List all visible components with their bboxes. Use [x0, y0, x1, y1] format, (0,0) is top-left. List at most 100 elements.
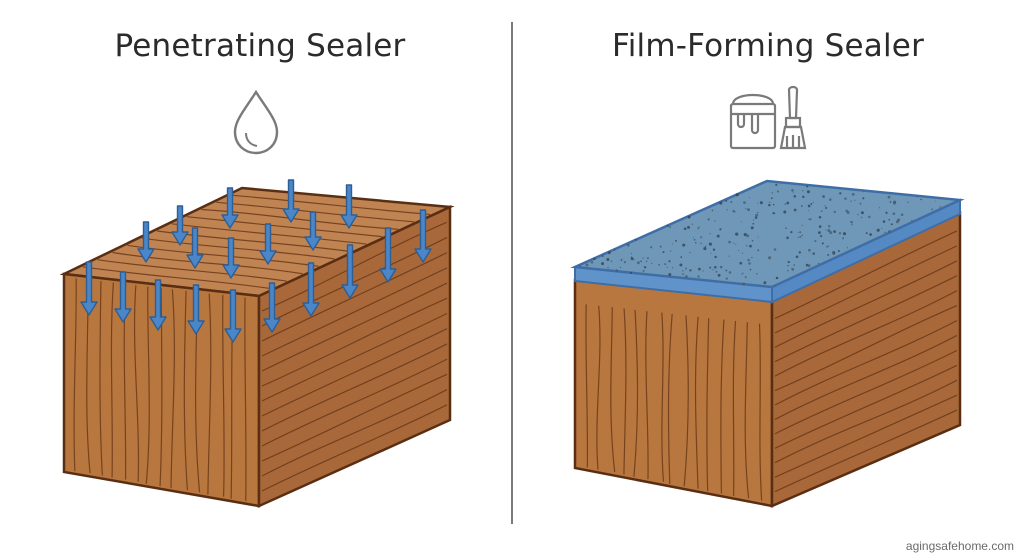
film-speckle [757, 249, 760, 252]
wood-grain-line [73, 278, 77, 472]
wood-grain-line [261, 282, 448, 372]
film-speckle [887, 195, 891, 199]
film-speckle [714, 255, 717, 259]
film-speckle [890, 223, 893, 226]
wood-grain-line [244, 297, 247, 501]
film-speckle [783, 210, 787, 214]
film-speckle [802, 195, 805, 199]
film-speckle [709, 266, 712, 269]
film-speckle [911, 219, 913, 222]
film-speckle [934, 200, 936, 202]
wood-grain-line [207, 293, 212, 495]
wood-grain-line [774, 275, 958, 363]
film-speckle [728, 255, 730, 257]
film-speckle [793, 264, 795, 266]
film-speckle [752, 219, 754, 221]
film-speckle [626, 243, 630, 247]
film-speckle [689, 269, 692, 272]
film-speckle [642, 269, 645, 272]
penetration-arrow [304, 211, 322, 251]
film-speckle [895, 220, 900, 224]
wood-grain-line [661, 312, 665, 482]
film-speckle [662, 251, 665, 254]
film-speckle [698, 267, 701, 271]
film-speckle [704, 245, 707, 247]
film-speckle [862, 191, 864, 193]
film-speckle [757, 211, 759, 214]
film-speckle [751, 256, 753, 259]
film-speckle [825, 207, 828, 209]
film-speckle [682, 273, 684, 276]
film-speckle [838, 232, 842, 235]
film-speckle [743, 201, 746, 204]
wood-grain-line [261, 267, 448, 357]
film-speckle [741, 252, 744, 254]
film-speckle [740, 220, 742, 222]
film-speckle [859, 202, 862, 205]
film-speckle [860, 216, 863, 219]
film-speckle [645, 260, 648, 263]
film-speckle [631, 252, 633, 255]
film-speckle [646, 257, 649, 260]
film-speckle [651, 262, 653, 265]
film-speckle [784, 203, 787, 205]
film-speckle [579, 264, 581, 267]
wood-grain-line [97, 259, 287, 282]
penetration-arrow [263, 282, 281, 333]
film-speckle [833, 210, 836, 214]
film-speckle [759, 201, 763, 205]
film-speckle [664, 263, 667, 266]
wood-grain-line [774, 245, 958, 334]
film-speckle [869, 233, 872, 236]
wood-grain-line [596, 305, 601, 470]
film-speckle [775, 183, 778, 186]
film-speckle [717, 273, 721, 277]
wood-grain-line [145, 286, 150, 484]
film-speckle [670, 250, 672, 252]
water-drop-icon [233, 89, 279, 155]
film-speckle [684, 267, 688, 270]
wood-grain-line [758, 323, 763, 501]
film-speckle [745, 208, 747, 210]
film-speckle [931, 208, 934, 211]
wood-grain-line [261, 389, 448, 477]
penetration-arrow [114, 271, 132, 323]
film-speckle [791, 267, 793, 270]
film-speckle [801, 224, 803, 227]
wood-grain-line [142, 237, 335, 260]
wood-grain-line [261, 358, 448, 447]
film-speckle [680, 256, 683, 258]
film-speckle [725, 277, 728, 280]
film-speckle [733, 242, 735, 244]
film-speckle [885, 211, 888, 214]
film-speckle [842, 237, 845, 240]
film-speckle [775, 276, 779, 280]
film-speckle [682, 270, 684, 272]
film-speckle [671, 267, 674, 269]
penetration-arrow [137, 221, 155, 263]
film-speckle [615, 269, 619, 272]
film-speckle [601, 255, 604, 257]
film-speckle [744, 276, 747, 279]
film-speckle [907, 201, 909, 203]
film-speckle [730, 200, 733, 203]
wood-grain-line [99, 281, 103, 476]
film-speckle [630, 257, 634, 261]
film-speckle [771, 197, 773, 199]
film-speckle [746, 208, 751, 212]
film-speckle [772, 211, 775, 215]
film-speckle [839, 192, 842, 195]
film-speckle [755, 213, 759, 217]
film-speckle [728, 271, 732, 274]
film-speckle [865, 232, 868, 235]
film-forming-sealer-title: Film-Forming Sealer [611, 28, 925, 64]
film-speckle [829, 231, 833, 235]
film-speckle [748, 262, 751, 265]
film-speckle [700, 242, 702, 245]
film-speckle [726, 209, 728, 211]
film-speckle [689, 251, 691, 254]
film-speckle [773, 248, 777, 251]
film-speckle [787, 270, 789, 272]
wood-grain-line [774, 319, 958, 406]
film-speckle [801, 234, 803, 237]
